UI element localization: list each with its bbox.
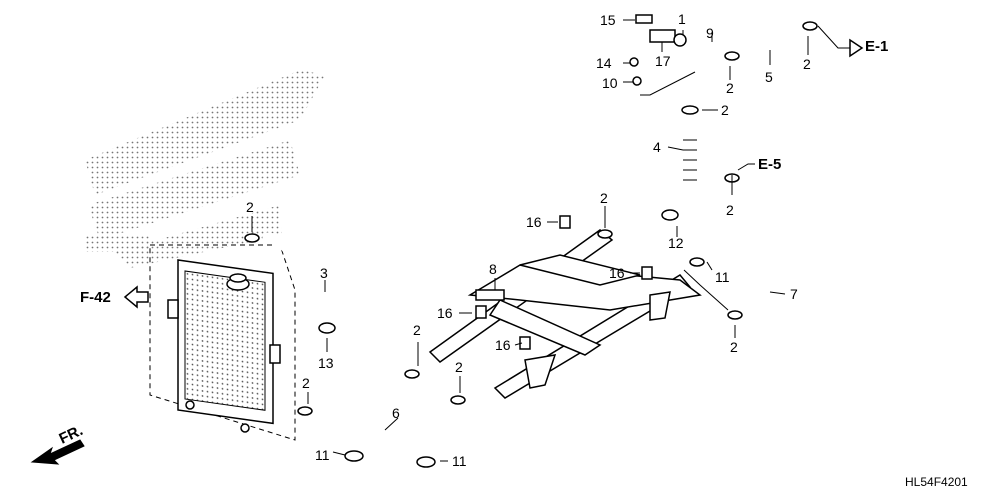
callout-14: 14 [596,55,612,71]
callout-2: 2 [721,102,729,118]
callout-10: 10 [602,75,618,91]
diagram-code: HL54F4201 [905,475,968,489]
callout-5: 5 [765,69,773,85]
ref-e1-label: E-1 [865,38,888,55]
leader-lines [251,19,850,462]
callout-16: 16 [526,214,542,230]
callout-2: 2 [455,359,463,375]
hose-4 [614,114,697,234]
hose-clamps [244,21,818,468]
radiator-assembly [149,244,296,441]
ref-f42-label: F-42 [80,289,111,306]
callout-7: 7 [790,286,798,302]
callout-16: 16 [609,265,625,281]
callout-15: 15 [600,12,616,28]
callout-16: 16 [495,337,511,353]
water-pipe-assembly [428,229,702,399]
callout-2: 2 [413,322,421,338]
callout-4: 4 [653,139,661,155]
hose-3 [262,232,411,394]
callout-2: 2 [302,375,310,391]
callout-9: 9 [706,25,714,41]
callout-11: 11 [452,453,467,469]
bolts-16 [475,215,653,350]
callout-2: 2 [726,202,734,218]
wing-logo-watermark [85,70,325,268]
callout-2: 2 [246,199,254,215]
hose-5 [732,29,806,56]
callout-12: 12 [668,235,684,251]
callout-2: 2 [726,80,734,96]
ref-e5-label: E-5 [758,156,781,173]
callout-2: 2 [730,339,738,355]
fitting-9 [691,58,729,104]
callout-8: 8 [489,261,497,277]
cap-and-bolts [629,14,687,86]
reference-arrows [123,38,864,309]
callout-11: 11 [715,269,730,285]
callout-11: 11 [315,447,330,463]
front-direction-arrow [30,439,85,465]
callout-2: 2 [600,190,608,206]
callout-13: 13 [318,355,334,371]
callout-6: 6 [392,405,400,421]
hose-7 [690,172,773,309]
hose-6 [314,392,501,464]
callout-3: 3 [320,265,328,281]
callout-1: 1 [678,11,686,27]
callout-17: 17 [655,53,671,69]
callout-16: 16 [437,305,453,321]
callout-2: 2 [803,56,811,72]
